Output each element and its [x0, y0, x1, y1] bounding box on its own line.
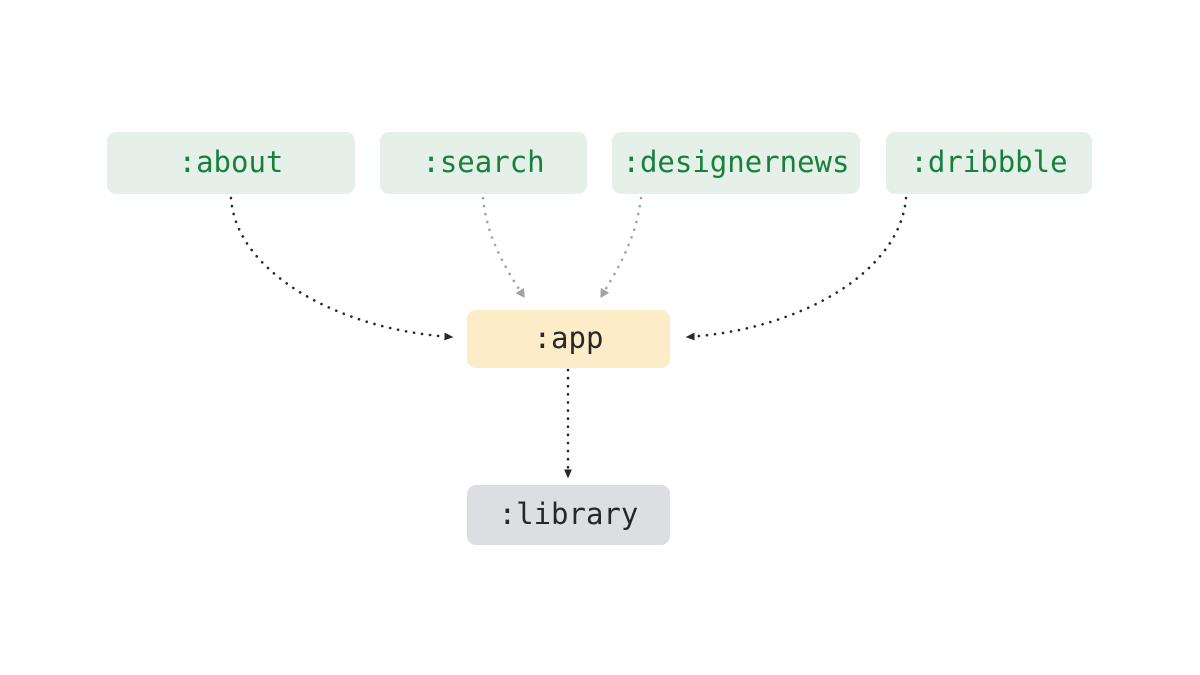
node-dribbble[interactable]: :dribbble: [886, 132, 1092, 194]
node-designernews[interactable]: :designernews: [612, 132, 860, 194]
node-library-label: :library: [498, 496, 639, 531]
node-designernews-label: :designernews: [622, 144, 850, 179]
node-about[interactable]: :about: [107, 132, 355, 194]
node-search-label: :search: [422, 144, 545, 179]
node-library[interactable]: :library: [467, 485, 670, 545]
node-about-label: :about: [178, 144, 284, 179]
node-app-label: :app: [533, 320, 604, 355]
edge-search-to-app: [481, 196, 526, 299]
node-app[interactable]: :app: [467, 310, 670, 368]
edge-designernews-to-app: [599, 196, 643, 299]
edge-about-to-app: [229, 196, 454, 341]
edge-dribbble-to-app: [685, 196, 908, 341]
node-search[interactable]: :search: [380, 132, 587, 194]
node-dribbble-label: :dribbble: [910, 144, 1068, 179]
